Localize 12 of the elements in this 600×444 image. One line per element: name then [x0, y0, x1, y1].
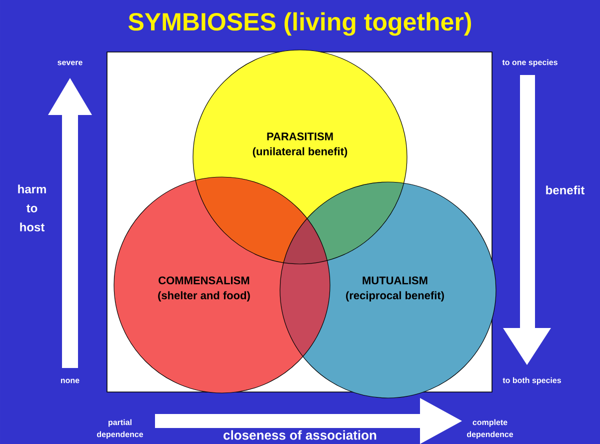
axis-label: to one species — [502, 59, 558, 67]
circle-label: PARASITISM (unilateral benefit) — [252, 132, 348, 158]
axis-label: complete dependence — [467, 419, 514, 439]
axis-label: severe — [58, 60, 82, 66]
axis-label: harm to host — [18, 184, 46, 232]
axis-label: benefit — [546, 186, 585, 194]
circle-label: MUTUALISM (reciprocal benefit) — [346, 276, 444, 302]
title: SYMBIOSES (living together) — [128, 12, 471, 36]
axis-label: partial dependence — [97, 419, 144, 439]
axis-label: none — [60, 378, 80, 384]
axis-label: closeness of association — [224, 430, 376, 440]
circle-label: COMMENSALISM (shelter and food) — [158, 276, 250, 302]
